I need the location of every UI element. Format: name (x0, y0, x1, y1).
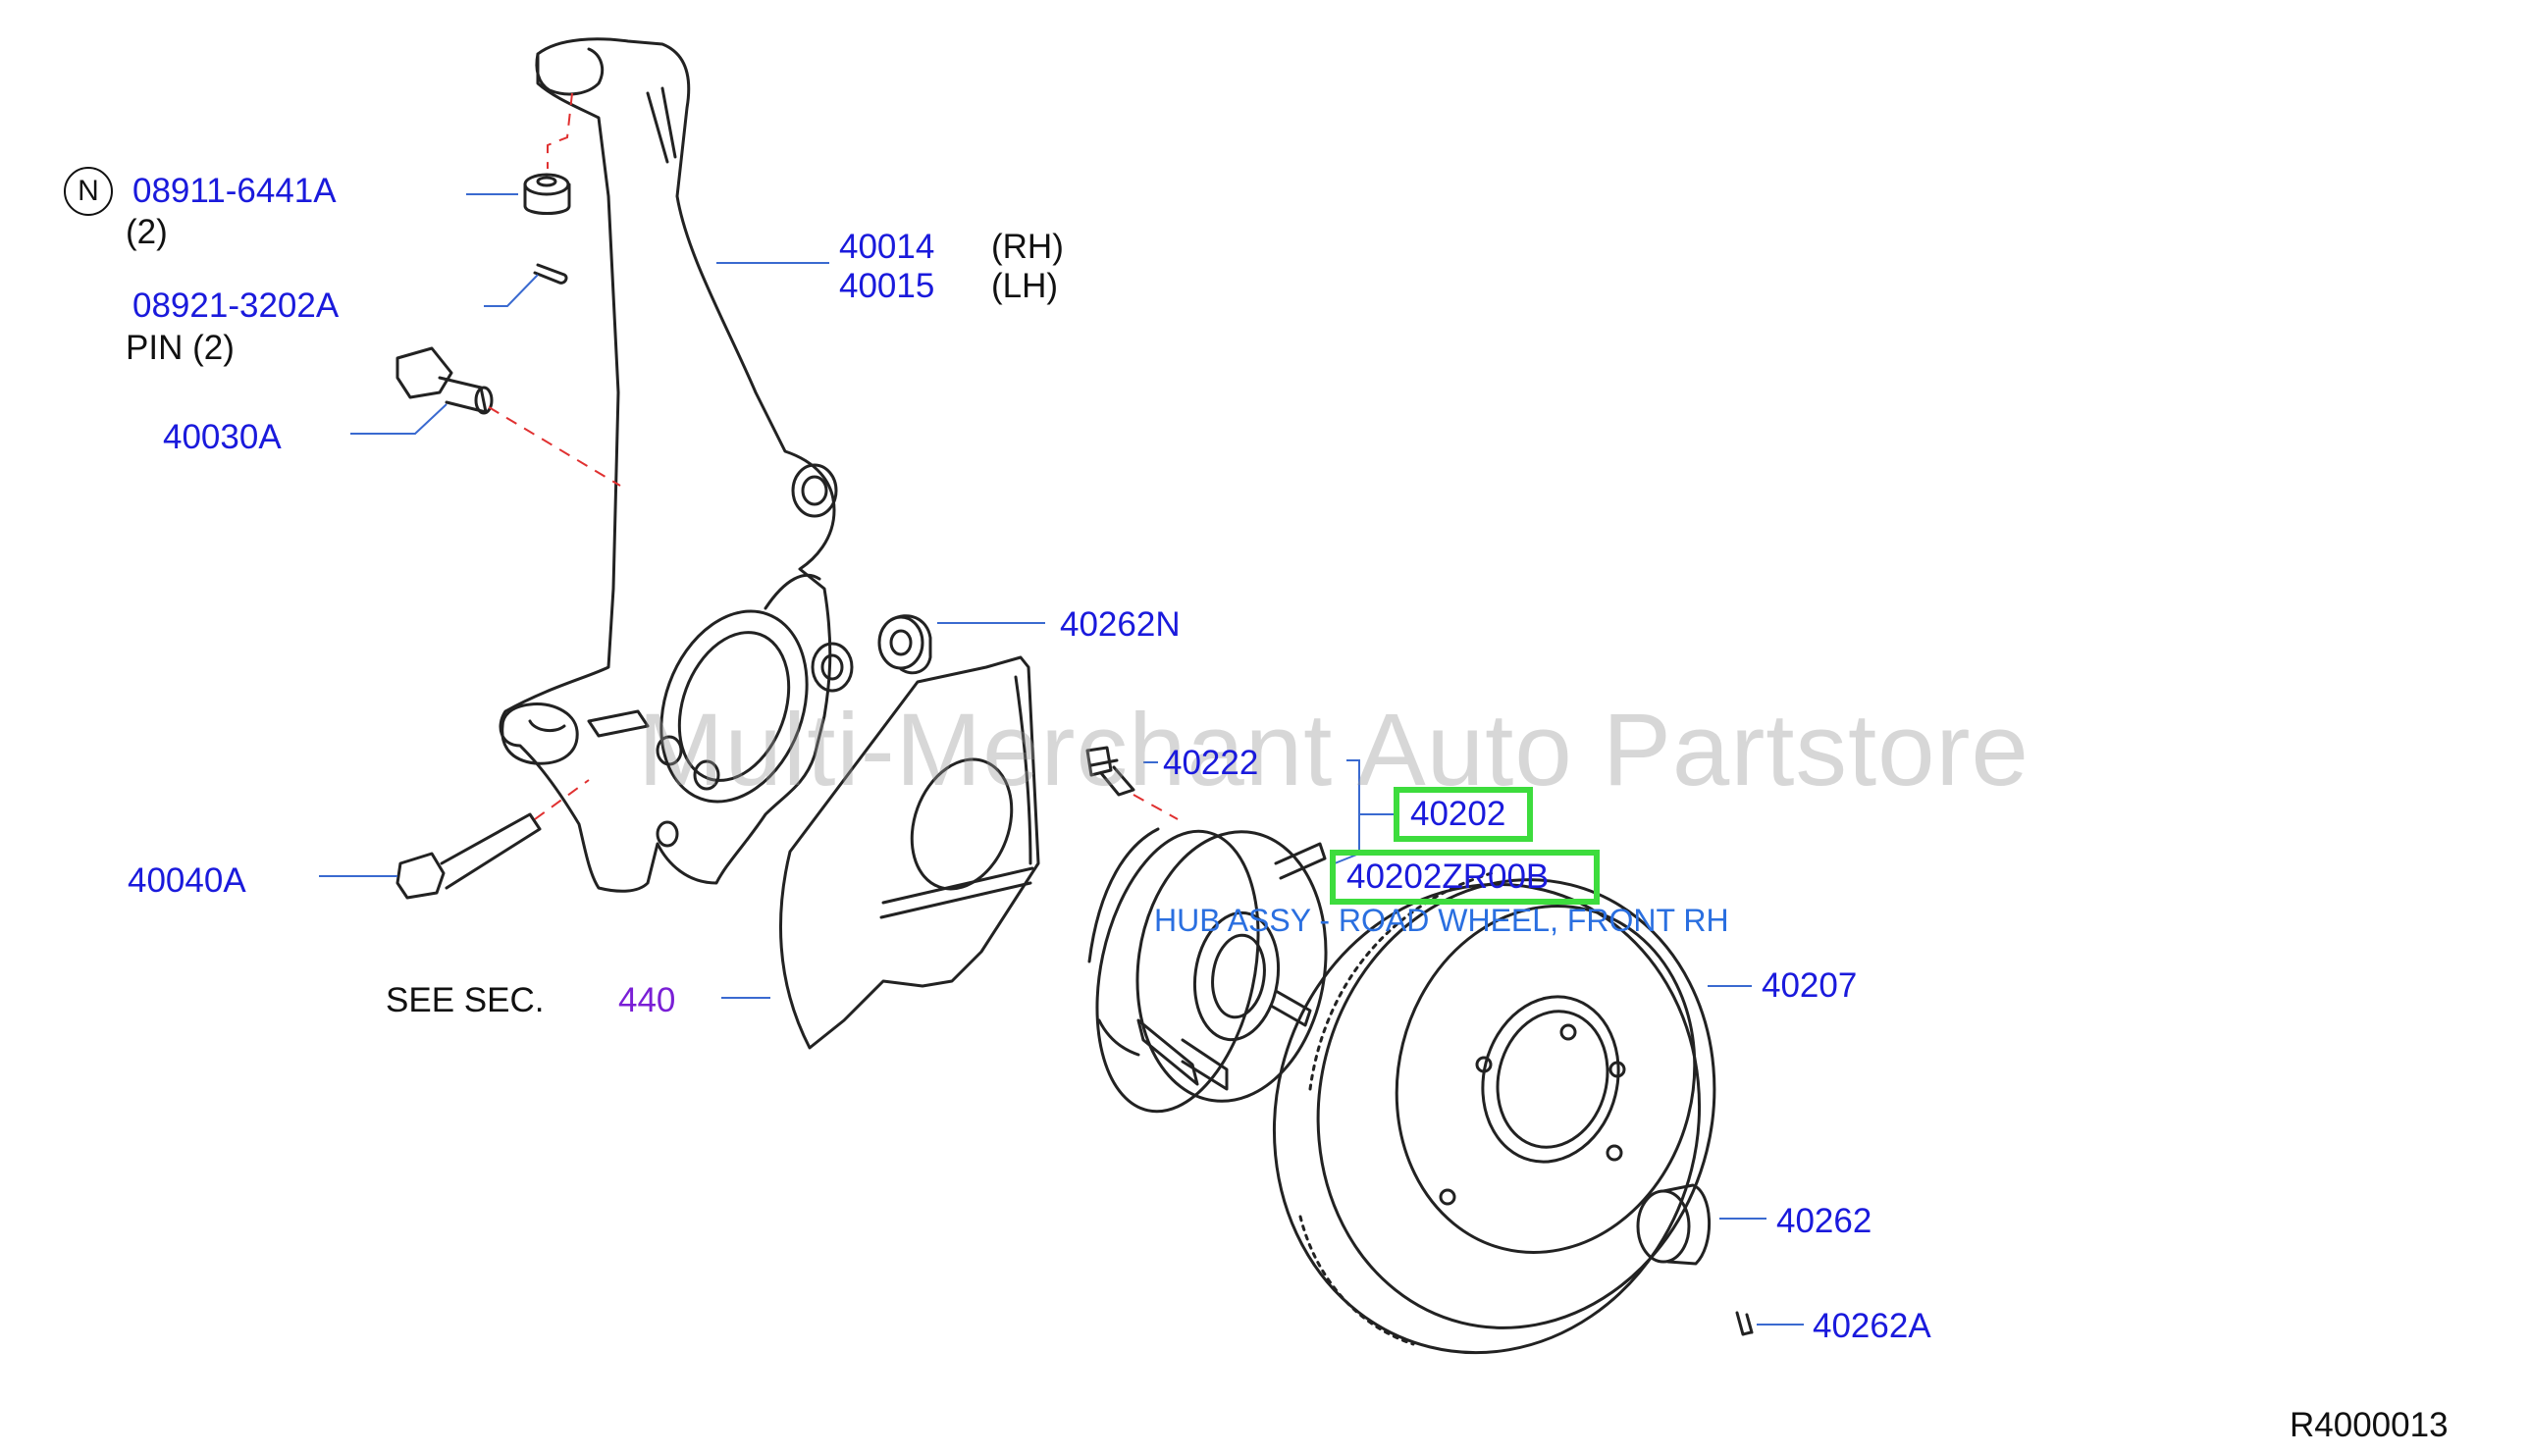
centerlines (488, 92, 1179, 820)
bolt-40030a-drawing (395, 346, 494, 415)
part-label-40262n[interactable]: 40262N (1060, 605, 1181, 644)
cotter-pin-40262a-drawing (1735, 1311, 1754, 1336)
part-label-40222[interactable]: 40222 (1163, 744, 1259, 782)
side-rh: (RH) (991, 228, 1064, 266)
part-label-40040a[interactable]: 40040A (128, 861, 246, 900)
watermark: Multi-Merchant Auto Partstore (638, 693, 2029, 807)
part-label-40014[interactable]: 40014 (839, 228, 935, 266)
bolt-40040a-drawing (395, 812, 542, 900)
nut-drawing (523, 173, 571, 215)
part-label-08911-6441a[interactable]: 08911-6441A (132, 172, 337, 210)
part-label-40030a[interactable]: 40030A (163, 418, 282, 456)
wheel-stud-drawing (1085, 746, 1135, 797)
highlight-40202 (1394, 787, 1533, 842)
cotter-pin-drawing (533, 263, 568, 285)
bushing-40262n-drawing (877, 614, 932, 675)
part-label-40202[interactable]: 40202 (1410, 795, 1506, 833)
brake-rotor-drawing (1272, 871, 1716, 1355)
side-lh: (LH) (991, 267, 1059, 305)
diagram-reference: R4000013 (2290, 1406, 2449, 1444)
part-label-40262[interactable]: 40262 (1776, 1202, 1872, 1240)
part-label-40207[interactable]: 40207 (1762, 966, 1858, 1005)
hub-assy-description: HUB ASSY - ROAD WHEEL, FRONT RH (1154, 903, 1729, 938)
section-440-link[interactable]: 440 (618, 981, 676, 1019)
part-label-40202zr00b[interactable]: 40202ZR00B (1346, 858, 1550, 896)
new-part-symbol: N (64, 167, 113, 216)
part-qty-08911: (2) (126, 213, 168, 251)
highlight-40202zr00b (1330, 850, 1600, 905)
steering-knuckle-drawing (499, 37, 854, 893)
grease-cap-drawing (1636, 1183, 1712, 1266)
part-pin-qty: PIN (2) (126, 329, 235, 367)
dust-shield-drawing (778, 655, 1040, 1050)
leader-lines (319, 193, 1804, 1326)
see-section-text: SEE SEC. (386, 981, 545, 1019)
part-label-40262a[interactable]: 40262A (1813, 1307, 1931, 1345)
part-label-40015[interactable]: 40015 (839, 267, 935, 305)
hub-assembly-drawing (1087, 827, 1328, 1114)
part-label-08921-3202a[interactable]: 08921-3202A (132, 286, 340, 325)
